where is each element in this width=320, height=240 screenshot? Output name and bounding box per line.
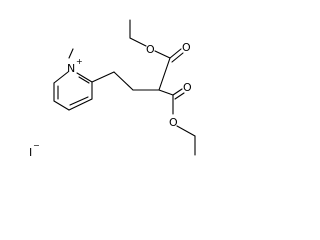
oxygen-lower-carbonyl-label: O	[183, 81, 192, 94]
bond-c4-c3	[68, 98, 93, 111]
nitrogen-charge: +	[76, 57, 83, 66]
bond-c5-c4	[53, 100, 70, 111]
iodide-label: I	[29, 146, 32, 159]
bond-lower-carbonyl-double-2	[174, 92, 185, 100]
bond-lower-o-ch2	[176, 125, 196, 137]
structure-canvas: N + O O O O I −	[29, 19, 196, 159]
oxygen-upper-ester-label: O	[146, 43, 155, 56]
bond-upper-carbonyl-double-2	[171, 52, 184, 63]
bond-n-c2-inner	[78, 76, 90, 84]
bond-c4-c3-inner	[69, 96, 89, 106]
upper-ester	[129, 19, 184, 91]
oxygen-lower-ester-label: O	[169, 116, 178, 129]
pyridinium-ring	[53, 71, 93, 111]
nitrogen-label: N	[67, 62, 75, 75]
oxygen-upper-carbonyl-label: O	[182, 41, 191, 54]
lower-ester	[158, 88, 196, 156]
bond-upper-o-ch2	[129, 37, 147, 47]
bond-upper-carbonyl-double	[169, 48, 182, 59]
bond-n-c2	[76, 72, 93, 83]
bond-upper-carbonyl-ester-o	[154, 50, 171, 59]
bond-ch2-ch2	[113, 71, 134, 91]
structure-diagram: N + O O O O I −	[29, 19, 196, 159]
bond-ch-upper-carbonyl	[158, 57, 171, 91]
bond-ch-lower-carbonyl	[158, 89, 174, 96]
bond-n-methyl	[68, 48, 74, 59]
iodide-charge: −	[33, 141, 40, 150]
bond-n-c6	[53, 71, 69, 84]
bond-c2-ch2	[91, 71, 115, 83]
bond-lower-carbonyl-double	[172, 88, 183, 96]
